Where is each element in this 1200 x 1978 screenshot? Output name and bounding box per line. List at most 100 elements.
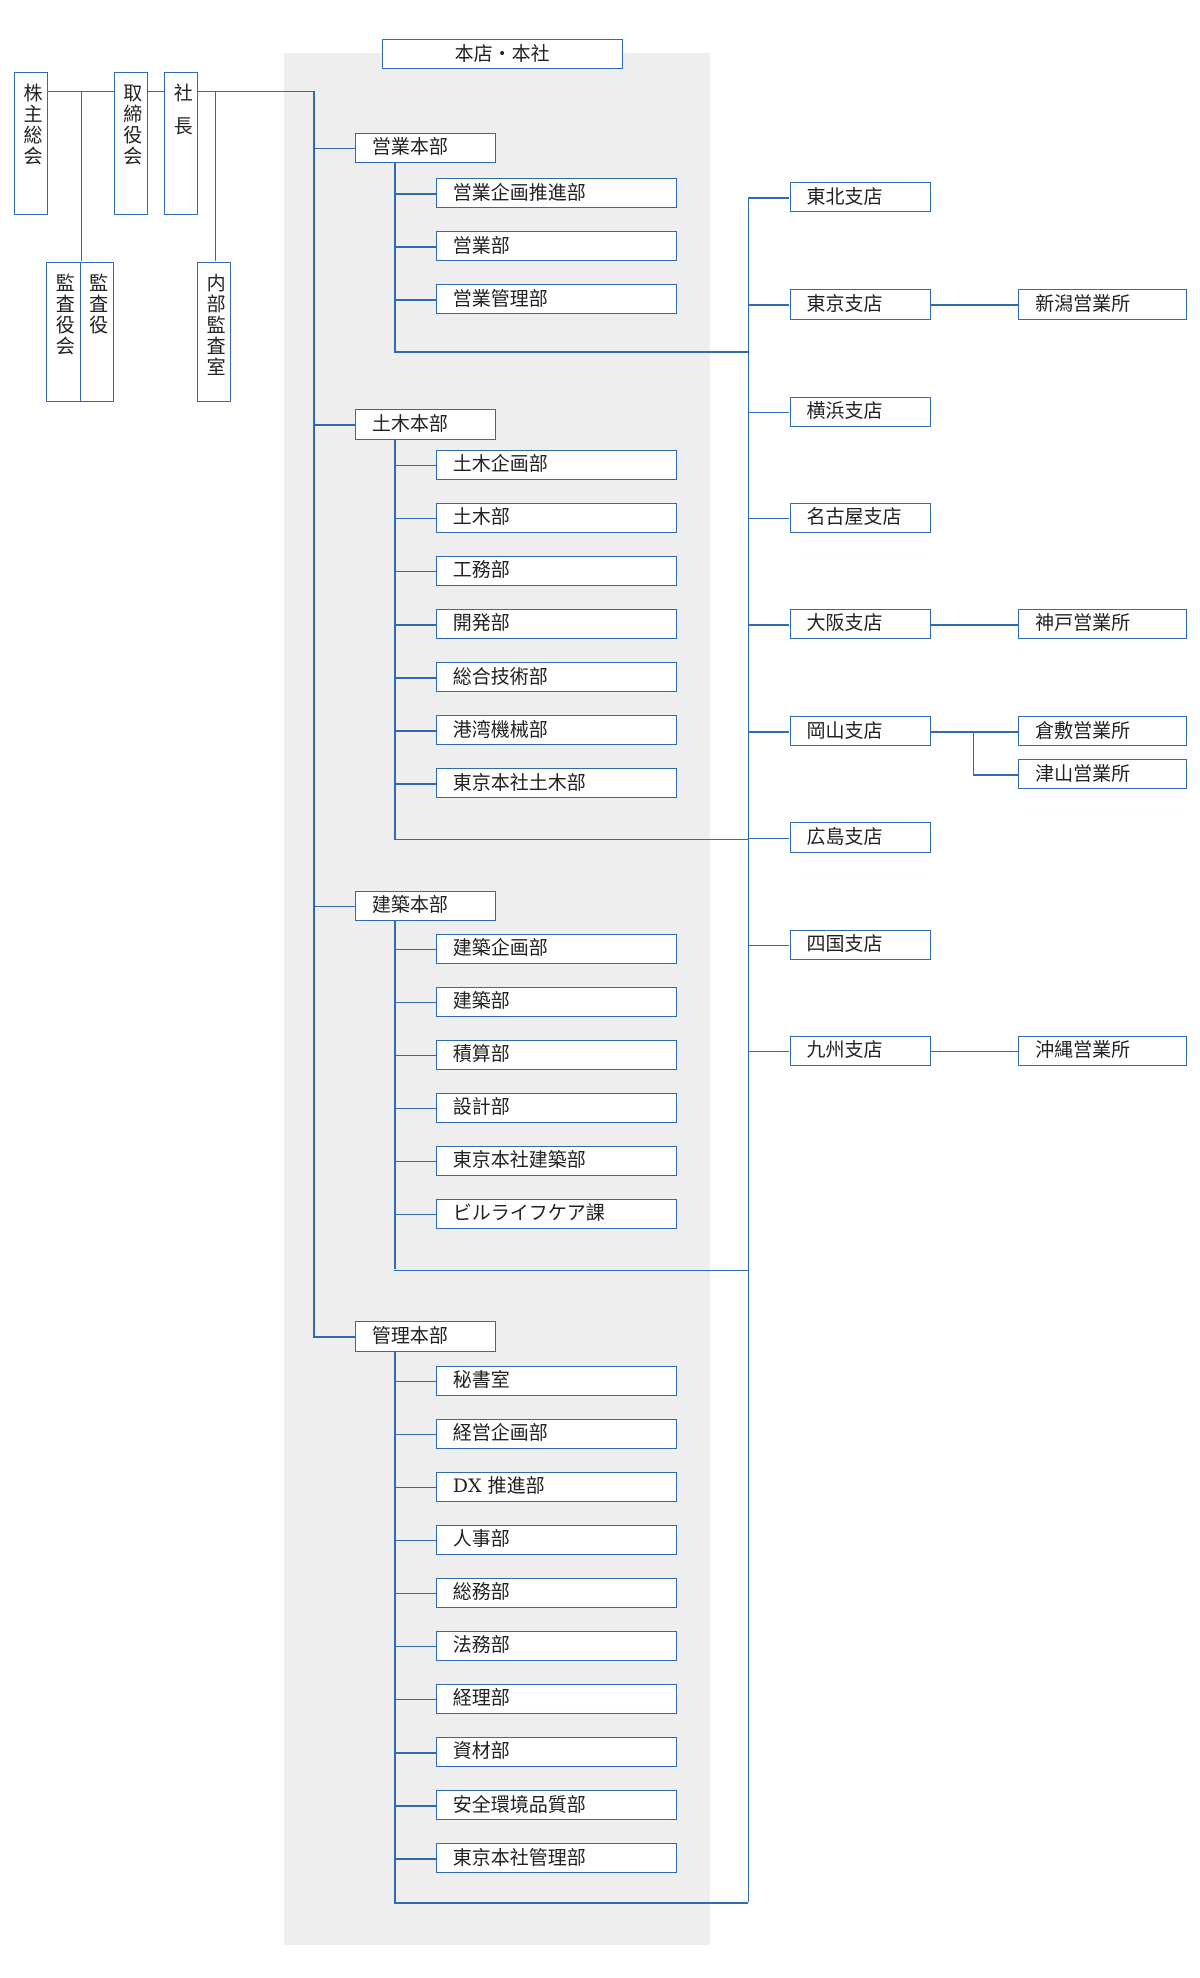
department-box-label: 総務部 <box>452 1581 510 1604</box>
connector-line <box>80 90 83 262</box>
branch-box-label: 大阪支店 <box>806 612 883 635</box>
department-box: 東京本社建築部 <box>435 1145 678 1176</box>
branch-box-label: 四国支店 <box>806 933 883 956</box>
department-box: 土木部 <box>435 502 678 533</box>
department-box: 設計部 <box>435 1092 678 1123</box>
department-box: DX 推進部 <box>435 1471 678 1502</box>
department-box-label: ビルライフケア課 <box>452 1202 605 1225</box>
connector-line <box>394 783 436 785</box>
department-box: 資材部 <box>435 1736 678 1768</box>
connector-line <box>972 731 975 775</box>
branch-box: 大阪支店 <box>789 608 931 640</box>
connector-line <box>394 1107 436 1110</box>
president-box: 社長 <box>164 72 199 215</box>
department-box-label: 設計部 <box>452 1096 510 1119</box>
division-box-civil: 土木本部 <box>354 409 497 440</box>
auditors-box-label: 監査役 <box>86 272 109 336</box>
branch-box-label: 名古屋支店 <box>806 506 902 529</box>
connector-line <box>394 624 436 626</box>
branch-box-label: 東北支店 <box>806 185 883 208</box>
division-box-civil-label: 土木本部 <box>371 412 448 435</box>
branch-box-label: 広島支店 <box>806 825 883 848</box>
department-box-label: 土木企画部 <box>452 453 548 476</box>
president-box-label: 社長 <box>170 83 193 149</box>
connector-line <box>394 193 436 195</box>
connector-line <box>313 424 355 426</box>
audit-board-box-label: 監査役会 <box>52 272 75 357</box>
connector-line <box>394 1752 436 1754</box>
connector-line <box>930 304 1019 306</box>
connector-line <box>394 1645 436 1648</box>
connector-line <box>394 1805 436 1807</box>
connector-line <box>147 90 165 93</box>
connector-line <box>313 147 355 150</box>
department-box: 積算部 <box>435 1039 678 1070</box>
department-box: 総合技術部 <box>435 661 678 693</box>
department-box-label: 営業企画推進部 <box>452 181 586 204</box>
connector-line <box>747 304 790 306</box>
connector-line <box>394 1054 436 1057</box>
department-box-label: 安全環境品質部 <box>452 1793 586 1816</box>
department-box: 安全環境品質部 <box>435 1789 678 1821</box>
shareholders-box: 株主総会 <box>13 72 48 215</box>
internal-audit-box: 内部監査室 <box>197 261 232 402</box>
sales-office-box: 新潟営業所 <box>1018 289 1188 320</box>
connector-line <box>394 677 436 679</box>
sales-office-box-label: 倉敷営業所 <box>1035 719 1131 742</box>
connector-line <box>972 774 1019 776</box>
sales-office-box-label: 神戸営業所 <box>1035 612 1131 635</box>
connector-line <box>930 624 1019 626</box>
department-box-label: 秘書室 <box>452 1369 510 1392</box>
sales-office-box: 津山営業所 <box>1018 759 1188 790</box>
connector-line <box>394 1698 436 1701</box>
branch-box: 名古屋支店 <box>789 502 931 533</box>
connector-line <box>747 197 790 199</box>
connector-line <box>747 411 790 414</box>
sales-office-box: 倉敷営業所 <box>1018 716 1188 747</box>
branch-box: 岡山支店 <box>789 716 931 747</box>
shareholders-box-label: 株主総会 <box>20 83 43 167</box>
branch-box: 東北支店 <box>789 181 931 213</box>
connector-line <box>394 1539 436 1542</box>
connector-line <box>394 1351 396 1903</box>
department-box: 港湾機械部 <box>435 714 678 746</box>
branch-box-label: 横浜支店 <box>806 400 883 423</box>
sales-office-box: 神戸営業所 <box>1018 608 1188 640</box>
connector-line <box>394 1486 436 1489</box>
department-box-label: 東京本社土木部 <box>452 771 586 794</box>
sales-office-box-label: 津山営業所 <box>1035 762 1131 785</box>
connector-line <box>747 944 790 947</box>
sales-office-box-label: 沖縄営業所 <box>1035 1039 1131 1062</box>
department-box-label: 営業管理部 <box>452 287 548 310</box>
branch-box-label: 東京支店 <box>806 292 883 315</box>
department-box: 土木企画部 <box>435 449 678 480</box>
connector-line <box>394 439 396 839</box>
department-box-label: 経理部 <box>452 1687 510 1710</box>
department-box-label: 経営企画部 <box>452 1422 548 1445</box>
department-box: 建築企画部 <box>435 933 678 964</box>
connector-line <box>394 517 436 520</box>
connector-line <box>747 731 790 733</box>
board-box: 取締役会 <box>113 72 148 215</box>
internal-audit-box-label: 内部監査室 <box>203 272 226 378</box>
connector-line <box>394 1858 436 1860</box>
connector-line <box>394 920 396 1270</box>
connector-line <box>394 162 396 352</box>
department-box-label: 港湾機械部 <box>452 718 548 741</box>
division-box-admin: 管理本部 <box>354 1321 497 1352</box>
department-box-label: 人事部 <box>452 1528 510 1551</box>
board-box-label: 取締役会 <box>120 83 143 167</box>
connector-line <box>198 90 314 93</box>
branch-box: 四国支店 <box>789 929 931 960</box>
connector-line <box>747 197 750 1903</box>
audit-board-box: 監査役会 <box>45 261 81 402</box>
department-box-label: 建築企画部 <box>452 937 548 960</box>
connector-line <box>394 246 436 248</box>
sales-office-box-label: 新潟営業所 <box>1035 292 1131 315</box>
department-box: ビルライフケア課 <box>435 1198 678 1229</box>
connector-line <box>394 1592 436 1595</box>
department-box: 総務部 <box>435 1577 678 1608</box>
connector-line <box>214 90 217 262</box>
department-box-label: 東京本社管理部 <box>452 1846 586 1869</box>
